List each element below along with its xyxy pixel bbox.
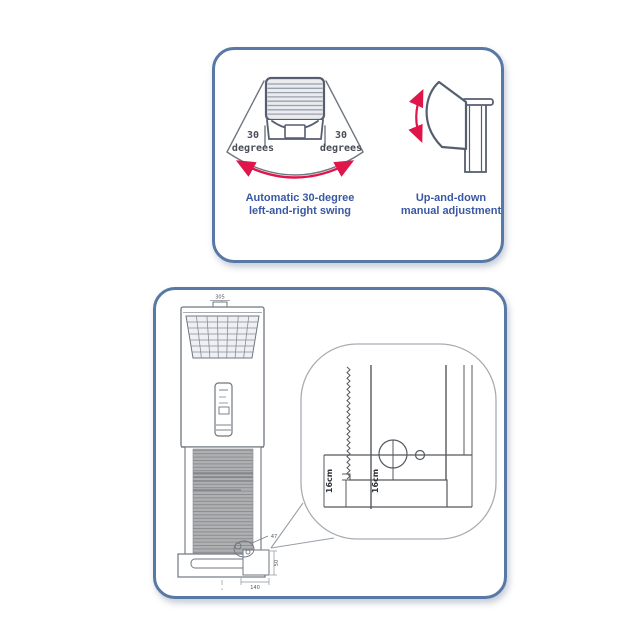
- base-height-dimension: 50: [270, 550, 280, 576]
- dimension-drawing-panel: 305: [153, 287, 507, 599]
- base-width-value: 140: [250, 585, 260, 591]
- swing-diagram: 30 degrees 30 degrees: [226, 76, 364, 179]
- base-detail-circles: [233, 540, 255, 558]
- left-angle-unit: degrees: [232, 143, 274, 154]
- tilt-diagram: [408, 80, 494, 173]
- tower-fan-drawing: 305: [177, 295, 280, 591]
- louver-accent-lines: [193, 472, 253, 491]
- base-height-value: 50: [274, 560, 280, 566]
- swing-feature-panel: 30 degrees 30 degrees Automatic 30-degre…: [212, 47, 504, 263]
- right-angle-value: 30: [335, 130, 347, 141]
- tilt-arrow-icon: [408, 88, 424, 144]
- swing-caption: Automatic 30-degree left-and-right swing: [221, 192, 379, 218]
- top-width-value: 305: [215, 295, 225, 301]
- callout-pointer: [270, 502, 335, 549]
- control-panel: [214, 382, 233, 437]
- serrated-strip: [346, 366, 351, 480]
- tilt-caption-line1: Up-and-down: [415, 192, 487, 204]
- swing-arrow-icon: [235, 160, 355, 179]
- tilt-caption-line2: manual adjustment: [400, 205, 502, 217]
- angle-reference-lines: [264, 125, 326, 147]
- detail-callout-bubble: 16cm 16cm: [300, 343, 497, 540]
- detail-ref-value: 47: [271, 534, 277, 540]
- fan-head-front-icon: [264, 76, 326, 140]
- right-angle-unit: degrees: [320, 143, 362, 154]
- strip-foot: [342, 473, 351, 507]
- tilt-caption: Up-and-down manual adjustment: [387, 192, 515, 218]
- swing-caption-line1: Automatic 30-degree: [245, 192, 355, 204]
- swing-diagrams-canvas: 30 degrees 30 degrees: [226, 76, 494, 179]
- detail-ref-dimension: 47: [251, 534, 277, 544]
- fan-head-profile-icon: [425, 80, 468, 151]
- top-width-dimension: 305: [210, 295, 230, 301]
- fan-pole: [461, 98, 494, 173]
- swing-caption-line2: left-and-right swing: [248, 205, 352, 217]
- knob-small-circle: [414, 449, 426, 461]
- left-angle-value: 30: [247, 130, 259, 141]
- base-width-dimension: 140: [240, 578, 270, 591]
- dimension-drawing-canvas: 305: [177, 295, 497, 591]
- grille-grid: [187, 315, 258, 359]
- callout-dim-right: 16cm: [371, 469, 380, 493]
- louver-section: [184, 446, 262, 555]
- intake-grille: [185, 315, 260, 359]
- top-cap: [212, 301, 228, 308]
- callout-drawing: [323, 365, 473, 509]
- callout-dim-left: 16cm: [325, 469, 334, 493]
